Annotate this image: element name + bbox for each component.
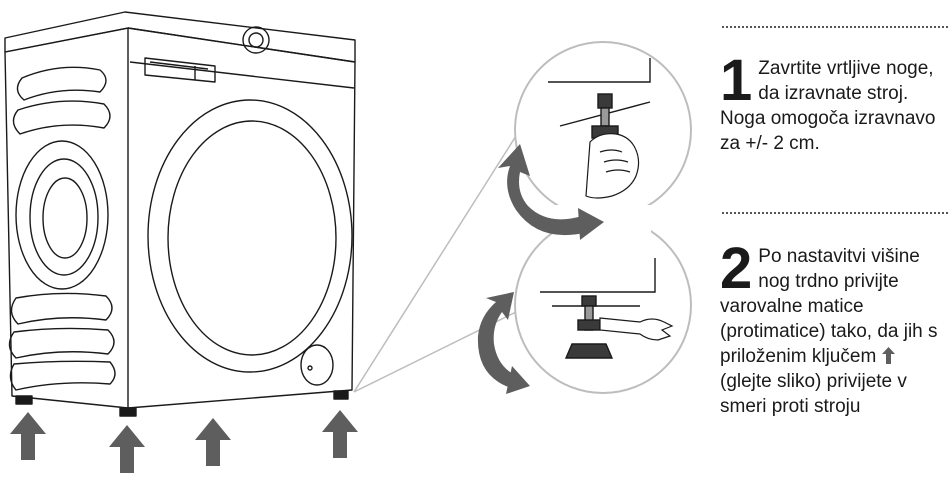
step-1: 1 Zavrtite vrtljive noge, da izravnate s… (720, 48, 950, 156)
up-arrow-icon (10, 410, 358, 473)
hand-icon (585, 133, 640, 199)
step-2: 2 Po nastavitvi višine nog trdno privijt… (720, 236, 950, 419)
washing-machine-illustration (4, 11, 356, 417)
rotate-arrow-icon (477, 144, 604, 394)
step-text: Zavrtite vrtljive noge, da izravnate str… (720, 58, 936, 154)
step-number: 1 (720, 48, 753, 113)
detail-callout (353, 41, 692, 394)
step-number: 2 (720, 236, 753, 301)
dotted-divider (722, 26, 948, 28)
step-text: Po nastavitvi višine nog trdno privijte … (720, 246, 938, 367)
wrench-icon (599, 317, 674, 341)
step-text-continued: (glejte sliko) privijete v smeri proti s… (720, 371, 907, 417)
dotted-divider (722, 212, 948, 214)
up-arrow-icon (881, 347, 895, 364)
